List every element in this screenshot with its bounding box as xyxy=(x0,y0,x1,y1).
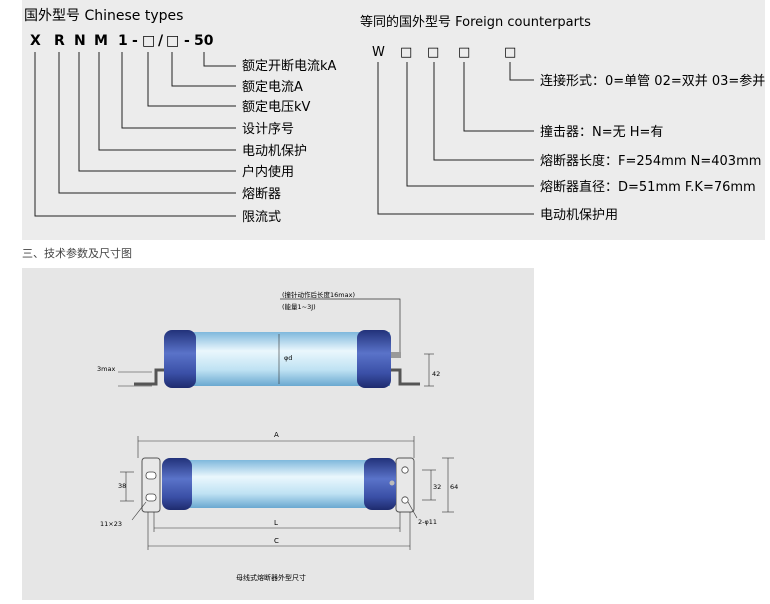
top-dimension-lines xyxy=(118,334,434,387)
dim-64: 64 xyxy=(450,483,458,491)
type-designation-panel: 国外型号 Chinese types X R N M 1 - □ / □ - 5… xyxy=(22,0,765,240)
right-code-box-2: □ xyxy=(427,45,439,60)
note-leader xyxy=(280,298,401,352)
right-leader-lines xyxy=(377,62,534,215)
code-box-1: □ xyxy=(142,33,155,49)
fuse-cap-left-front xyxy=(162,458,192,510)
label-motor-protection-use: 电动机保护用 xyxy=(540,208,618,223)
dim-2-phi11: 2-φ11 xyxy=(418,518,437,526)
code-slash: / xyxy=(158,33,164,49)
dim-32: 32 xyxy=(433,483,441,491)
front-dimension-lines xyxy=(120,436,454,550)
code-dash-2: - xyxy=(184,33,190,49)
label-fuse-diameter: 熔断器直径：D=51mm F.K=76mm xyxy=(540,180,756,195)
code-box-2: □ xyxy=(166,33,179,49)
code-char-n: N xyxy=(74,33,86,49)
right-code-w: W xyxy=(372,45,385,60)
fuse-cap-right-top xyxy=(357,330,391,388)
label-current-limiting: 限流式 xyxy=(242,210,281,225)
label-fuse-length: 熔断器长度：F=254mm N=403mm xyxy=(540,153,761,169)
code-char-50: 50 xyxy=(194,33,214,49)
right-code-box-1: □ xyxy=(400,45,412,60)
mount-plate-right xyxy=(395,457,415,513)
right-code-box-3: □ xyxy=(458,45,470,60)
dim-3max: 3max xyxy=(97,365,115,373)
label-rated-voltage: 额定电压kV xyxy=(242,100,311,115)
fuse-tube-front xyxy=(182,460,382,508)
dim-L: L xyxy=(274,519,278,527)
note-energy: (能量1~3J) xyxy=(282,302,316,311)
label-design-serial: 设计序号 xyxy=(242,122,294,137)
dimension-drawing-panel: (撞针动作后长度16max) (能量1~3J) φd 3max 42 xyxy=(22,268,534,600)
dim-A: A xyxy=(274,431,279,439)
right-code-box-4: □ xyxy=(504,45,516,60)
fuse-front-view xyxy=(141,457,415,513)
striker-pin xyxy=(391,352,401,358)
dim-phi-d: φd xyxy=(284,354,292,362)
label-connection-form: 连接形式：0=单管 02=双并 03=参并 xyxy=(540,73,765,89)
label-indoor-use: 户内使用 xyxy=(242,164,294,180)
mount-hole-top xyxy=(401,466,409,474)
code-char-r: R xyxy=(54,33,65,49)
code-char-1: 1 xyxy=(118,33,128,49)
slot-hole-top xyxy=(145,471,157,480)
striker-end xyxy=(389,480,395,486)
terminal-left-top xyxy=(134,368,164,386)
dim-38: 38 xyxy=(118,482,126,490)
fuse-top-view xyxy=(134,330,420,388)
terminal-right-top xyxy=(391,368,420,386)
label-rated-current: 额定电流A xyxy=(242,80,303,95)
dim-C: C xyxy=(274,537,279,545)
label-motor-protection: 电动机保护 xyxy=(242,144,307,159)
note-striker-length: (撞针动作后长度16max) xyxy=(282,290,355,299)
fuse-tube-top xyxy=(190,332,390,386)
fuse-cap-left-top xyxy=(164,330,196,388)
left-leader-lines xyxy=(34,52,236,217)
drawing-title: 母线式熔断器外型尺寸 xyxy=(236,573,306,582)
label-striker: 撞击器：N=无 H=有 xyxy=(540,125,663,140)
slot-hole-bottom xyxy=(145,493,157,502)
chinese-types-title: 国外型号 Chinese types xyxy=(24,8,183,24)
section-caption: 三、技术参数及尺寸图 xyxy=(22,247,132,260)
label-fuse: 熔断器 xyxy=(242,187,281,202)
code-dash-1: - xyxy=(132,33,138,49)
code-char-x: X xyxy=(30,33,41,49)
type-designation-diagram: 国外型号 Chinese types X R N M 1 - □ / □ - 5… xyxy=(24,8,765,225)
code-char-m: M xyxy=(94,33,108,49)
mount-hole-bottom xyxy=(401,496,409,504)
dim-42: 42 xyxy=(432,370,440,378)
label-rated-breaking-current: 额定开断电流kA xyxy=(242,59,337,74)
fuse-cap-right-front xyxy=(364,458,396,510)
dim-11x23: 11×23 xyxy=(100,520,122,528)
dimension-drawing: (撞针动作后长度16max) (能量1~3J) φd 3max 42 xyxy=(97,290,458,582)
foreign-counterparts-title: 等同的国外型号 Foreign counterparts xyxy=(360,14,591,30)
